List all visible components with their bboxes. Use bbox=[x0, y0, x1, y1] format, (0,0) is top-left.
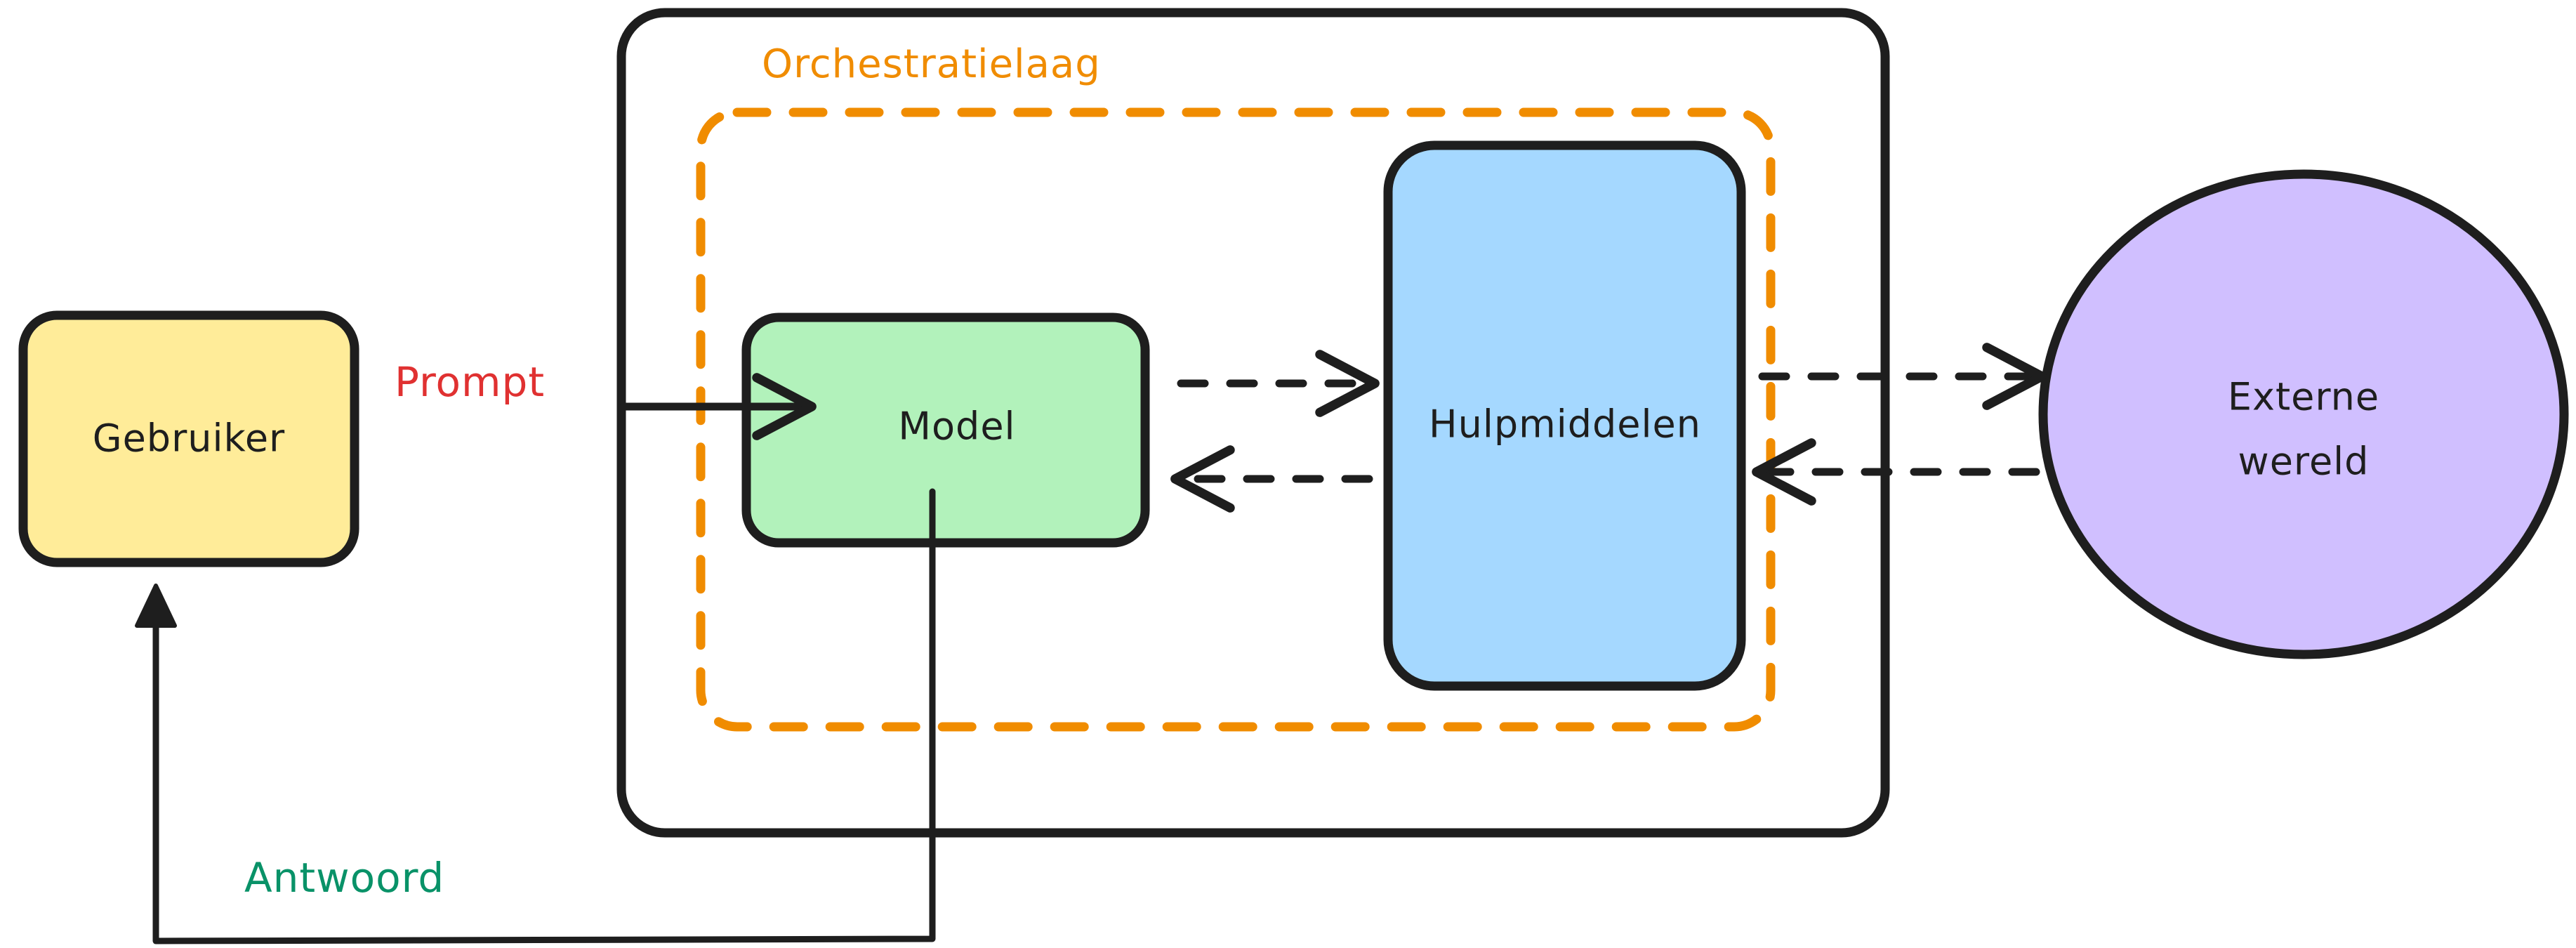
external-world-label-line1: Externe bbox=[2228, 375, 2379, 419]
orchestration-layer-container bbox=[696, 107, 1776, 732]
agent-boundary-container bbox=[616, 8, 1890, 838]
answer-arrow[interactable] bbox=[135, 488, 936, 944]
node-tools[interactable]: Hulpmiddelen bbox=[1383, 140, 1746, 691]
node-external-world[interactable]: Externe wereld bbox=[2038, 169, 2569, 659]
agent-boundary-rect bbox=[616, 8, 1890, 838]
node-model[interactable]: Model bbox=[741, 312, 1150, 548]
prompt-label: Prompt bbox=[395, 358, 545, 406]
model-box[interactable] bbox=[741, 312, 1150, 548]
external-world-ellipse[interactable] bbox=[2038, 169, 2569, 659]
node-user[interactable]: Gebruiker bbox=[18, 310, 359, 567]
model-label: Model bbox=[898, 404, 1015, 449]
edge-answer[interactable] bbox=[135, 488, 936, 944]
tools-box[interactable] bbox=[1383, 140, 1746, 691]
external-world-label-line2: wereld bbox=[2238, 440, 2370, 484]
tools-label: Hulpmiddelen bbox=[1429, 402, 1701, 447]
orchestration-layer-rect bbox=[696, 107, 1776, 732]
user-box[interactable] bbox=[18, 310, 359, 567]
orchestration-layer-label: Orchestratielaag bbox=[762, 41, 1101, 87]
answer-label: Antwoord bbox=[244, 854, 444, 902]
user-label: Gebruiker bbox=[93, 416, 286, 461]
